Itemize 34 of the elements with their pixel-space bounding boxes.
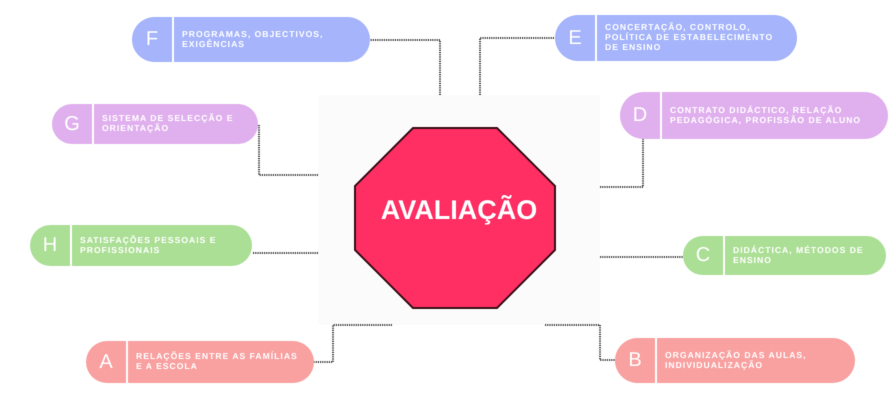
dotted-connector — [545, 324, 615, 361]
pill-letter: F — [132, 17, 174, 62]
pill-letter: A — [86, 341, 128, 383]
dotted-connector — [252, 252, 318, 254]
category-pill — [615, 338, 855, 383]
dotted-connector — [314, 324, 392, 363]
dotted-connector — [258, 124, 318, 176]
dotted-connector — [370, 39, 441, 95]
dotted-connector — [479, 37, 555, 95]
pill-letter: D — [620, 92, 662, 139]
pill-text: RELAÇÕES ENTRE AS FAMÍLIAS E A ESCOLA — [135, 352, 299, 372]
pill-text: DIDÁCTICA, MÉTODOS DE ENSINO — [732, 246, 865, 266]
background-panel — [318, 95, 600, 325]
category-pill — [132, 17, 370, 62]
pill-letter: H — [30, 225, 72, 266]
pill-text: ORGANIZAÇÃO DAS AULAS, INDIVIDUALIZAÇÃO — [664, 350, 808, 370]
pill-letter: B — [615, 338, 657, 383]
category-pill — [620, 92, 888, 139]
pill-letter: G — [52, 104, 94, 144]
dotted-connector — [600, 139, 644, 188]
category-pill — [683, 236, 886, 275]
pill-text: PROGRAMAS, OBJECTIVOS, EXIGÊNCIAS — [181, 30, 324, 50]
title-text: AVALIAÇÃO — [380, 195, 538, 226]
category-pill — [86, 341, 314, 383]
pill-text: CONTRATO DIDÁCTICO, RELAÇÃO PEDAGÓGICA, PROFISSÃO DE ALUNO — [669, 106, 862, 126]
pill-text: SATISFAÇÕES PESSOAIS E PROFISSIONAIS — [79, 236, 218, 256]
dotted-connector — [600, 256, 683, 258]
pill-text: SISTEMA DE SELECÇÃO E ORIENTAÇÃO — [101, 114, 234, 134]
category-pill — [555, 15, 797, 61]
category-pill — [52, 104, 258, 144]
pill-letter: C — [683, 236, 725, 275]
pill-text: CONCERTAÇÃO, CONTROLO, POLÍTICA DE ESTABELECIMENTO DE ENSINO — [604, 23, 774, 53]
category-pill — [30, 225, 252, 266]
pill-letter: E — [555, 15, 597, 61]
